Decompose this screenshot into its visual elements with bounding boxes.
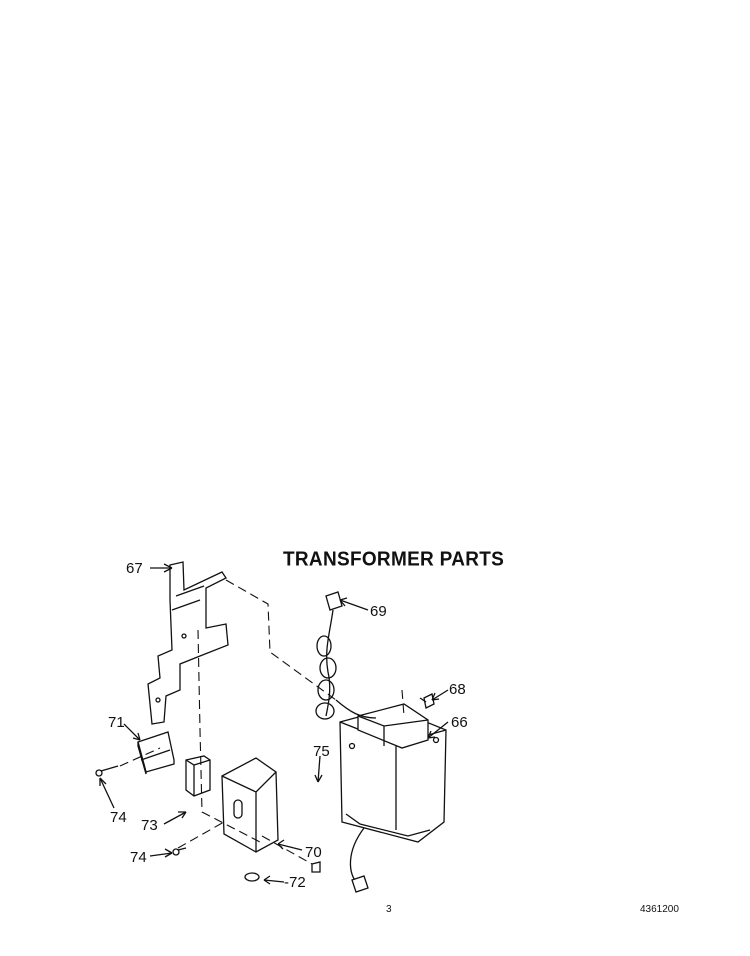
screw-74-lower [172,847,187,856]
nut-72 [244,872,260,882]
callout-75: 75 [313,743,330,760]
diagram-title: TRANSFORMER PARTS [283,548,505,571]
cover-plate-71 [137,731,175,775]
callout-68: 68 [449,681,466,698]
callout-66: 66 [451,714,468,731]
assembly-guide-lines [119,579,405,865]
block-73 [185,755,211,797]
callout-69: 69 [370,603,387,620]
capacitor-70 [221,757,279,853]
callout-73: 73 [141,817,158,834]
callout-74-lower: 74 [130,849,147,866]
screw-75 [311,861,321,873]
callout-74-upper: 74 [110,809,127,826]
screw-74-upper [95,765,119,777]
transformer-66 [339,703,447,893]
bracket-67 [147,561,229,725]
leader-lines [99,563,449,885]
screw-68 [419,693,435,709]
page-number: 3 [386,904,392,915]
callout-67: 67 [126,560,143,577]
callout-71: 71 [108,714,125,731]
callout-70: 70 [305,844,322,861]
callout-72: -72 [284,874,306,891]
document-number: 4361200 [640,904,679,915]
lead-wire-69 [315,591,377,720]
